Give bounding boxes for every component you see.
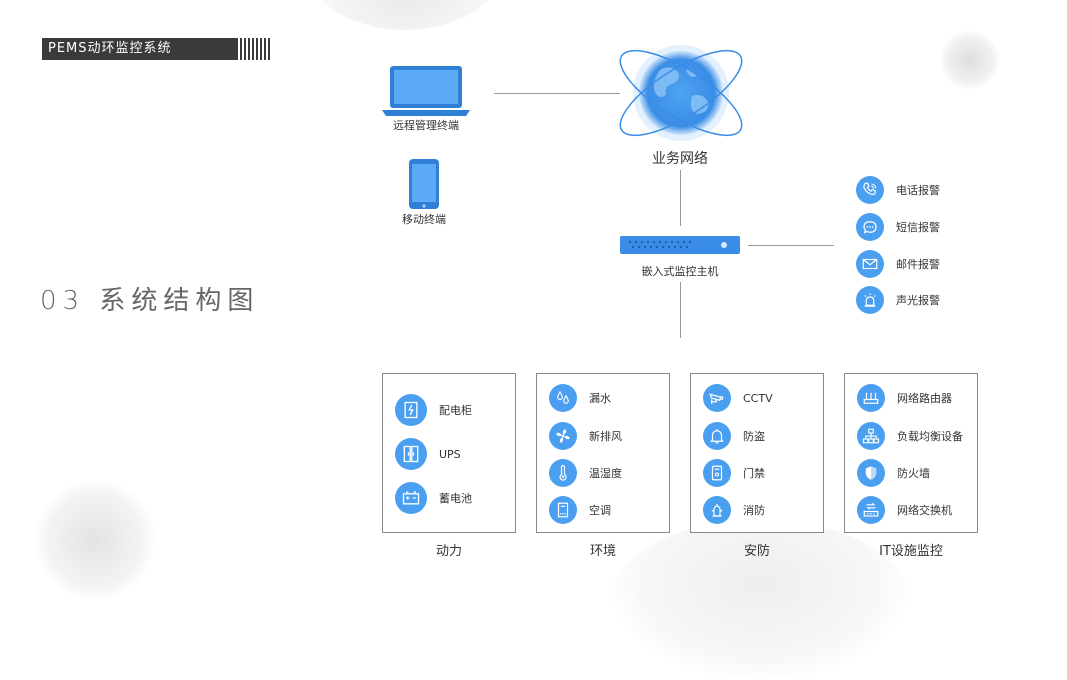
alarm-light-sound: 声光报警 — [856, 286, 940, 314]
list-item: 门禁 — [703, 459, 765, 487]
list-item: 网络交换机 — [857, 496, 952, 524]
alarm-label: 短信报警 — [896, 219, 940, 235]
list-item: 空调 — [549, 496, 611, 524]
list-item: 新排风 — [549, 422, 622, 450]
message-bubble-icon — [856, 213, 884, 241]
section-title: 03 系统结构图 — [40, 280, 259, 317]
globe-icon — [608, 40, 754, 146]
thermometer-icon — [549, 459, 577, 487]
alarm-sms: 短信报警 — [856, 213, 940, 241]
fire-hydrant-icon — [703, 496, 731, 524]
list-item: 蓄电池 — [395, 482, 472, 514]
item-label: 温湿度 — [589, 465, 622, 481]
item-label: 配电柜 — [439, 402, 472, 418]
ups-icon — [395, 438, 427, 470]
list-item: 消防 — [703, 496, 765, 524]
siren-icon — [856, 286, 884, 314]
connector-laptop-globe — [494, 93, 620, 94]
mobile-terminal-label: 移动终端 — [374, 211, 474, 227]
alarm-phone: 电话报警 — [856, 176, 940, 204]
header-title: PEMS动环监控系统 — [42, 38, 238, 60]
server-icon — [620, 235, 740, 255]
group-title-power: 动力 — [382, 540, 516, 559]
embedded-host-label: 嵌入式监控主机 — [620, 263, 740, 279]
group-box-security: CCTV 防盗 门禁 消防 — [690, 373, 824, 533]
mobile-phone-icon — [408, 158, 440, 210]
phone-icon — [856, 176, 884, 204]
remote-terminal-label: 远程管理终端 — [376, 117, 476, 133]
item-label: 网络路由器 — [897, 390, 952, 406]
connector-host-alarms — [748, 245, 834, 246]
group-box-power: 配电柜 UPS 蓄电池 — [382, 373, 516, 533]
item-label: 消防 — [743, 502, 765, 518]
item-label: UPS — [439, 448, 461, 461]
item-label: 漏水 — [589, 390, 611, 406]
alarm-label: 声光报警 — [896, 292, 940, 308]
battery-icon — [395, 482, 427, 514]
list-item: 防火墙 — [857, 459, 930, 487]
load-balancer-icon — [857, 422, 885, 450]
connector-host-down — [680, 282, 681, 338]
background-blob — [940, 30, 1000, 90]
item-label: 蓄电池 — [439, 490, 472, 506]
list-item: 防盗 — [703, 422, 765, 450]
fan-icon — [549, 422, 577, 450]
air-conditioner-icon — [549, 496, 577, 524]
item-label: 负载均衡设备 — [897, 428, 963, 444]
shield-icon — [857, 459, 885, 487]
list-item: 温湿度 — [549, 459, 622, 487]
item-label: 空调 — [589, 502, 611, 518]
item-label: 新排风 — [589, 428, 622, 444]
group-title-it: IT设施监控 — [844, 540, 978, 559]
group-box-environment: 漏水 新排风 温湿度 空调 — [536, 373, 670, 533]
item-label: CCTV — [743, 392, 773, 405]
barcode-decoration — [240, 38, 272, 60]
alarm-bell-icon — [703, 422, 731, 450]
business-network-label: 业务网络 — [630, 148, 730, 168]
background-blob — [300, 0, 510, 30]
envelope-icon — [856, 250, 884, 278]
connector-globe-host — [680, 170, 681, 226]
distribution-cabinet-icon — [395, 394, 427, 426]
alarm-label: 邮件报警 — [896, 256, 940, 272]
alarm-label: 电话报警 — [896, 182, 940, 198]
group-title-environment: 环境 — [536, 540, 670, 559]
list-item: 负载均衡设备 — [857, 422, 963, 450]
cctv-camera-icon — [703, 384, 731, 412]
item-label: 防盗 — [743, 428, 765, 444]
group-title-security: 安防 — [690, 540, 824, 559]
list-item: 漏水 — [549, 384, 611, 412]
door-access-icon — [703, 459, 731, 487]
alarm-email: 邮件报警 — [856, 250, 940, 278]
water-drop-icon — [549, 384, 577, 412]
router-icon — [857, 384, 885, 412]
item-label: 网络交换机 — [897, 502, 952, 518]
laptop-icon — [382, 64, 470, 118]
list-item: 网络路由器 — [857, 384, 952, 412]
group-box-it: 网络路由器 负载均衡设备 防火墙 网络交换机 — [844, 373, 978, 533]
list-item: CCTV — [703, 384, 773, 412]
item-label: 防火墙 — [897, 465, 930, 481]
network-switch-icon — [857, 496, 885, 524]
background-blob — [35, 480, 155, 600]
item-label: 门禁 — [743, 465, 765, 481]
list-item: 配电柜 — [395, 394, 472, 426]
list-item: UPS — [395, 438, 461, 470]
